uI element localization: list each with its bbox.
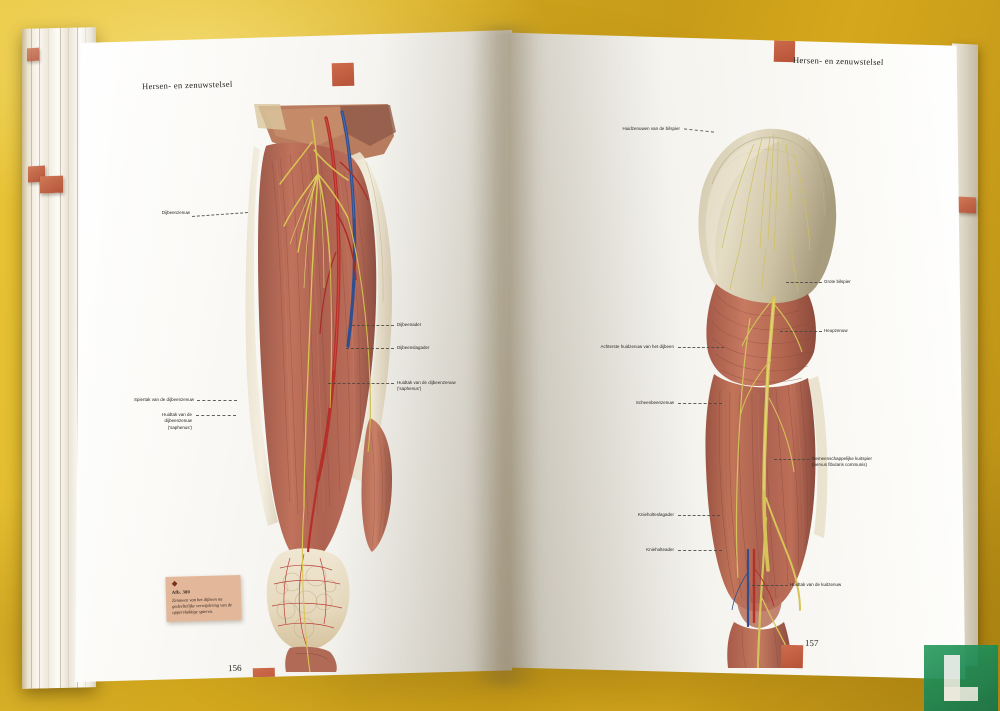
label-scheenbeenzenuw: Scheenbeenzenuw <box>635 400 674 405</box>
leader-line <box>752 585 788 586</box>
header-tab-marker-left <box>331 62 355 87</box>
logo-letter-foot <box>944 687 978 701</box>
label-knieholteslagader: Knieholteslagader <box>637 512 674 517</box>
leader-line <box>328 383 394 384</box>
edge-bookmark-tab <box>40 175 63 194</box>
label-huidtak-dijbeenzenuw-right: Huidtak van de dijbeenzenuw ('saphenus') <box>397 380 456 392</box>
caption-diamond-icon <box>171 580 178 587</box>
label-spiertak-dijbeenzenuw: Spiertak van de dijbeenzenuw <box>134 397 194 402</box>
label-gemeenschappelijke-kuitspier: Gemeenschappelijke kuitspier (nervus fib… <box>812 456 872 468</box>
footer-tab-marker-right <box>780 644 804 669</box>
leader-line <box>678 550 722 551</box>
leader-line <box>678 403 722 404</box>
left-page-illustration <box>220 102 410 672</box>
leader-line <box>352 325 394 326</box>
leader-line <box>780 331 822 332</box>
right-page-number: 157 <box>804 637 819 649</box>
watermark-logo <box>924 645 998 711</box>
label-heupzenuw: Heupzenuw <box>824 328 848 333</box>
label-knieholteader: Knieholteader <box>646 547 674 552</box>
leader-line <box>197 400 237 401</box>
leader-line <box>196 415 236 416</box>
label-dijbeenslagader: Dijbeenslagader <box>397 345 430 350</box>
label-dijbeenader: Dijbeenader <box>397 322 422 327</box>
leader-line <box>774 459 810 460</box>
edge-bookmark-tab <box>958 196 976 214</box>
leader-line <box>678 515 720 516</box>
left-page: Hersen- en zenuwstelsel <box>75 30 512 682</box>
caption-text: Zenuwen van het dijbeen na gedeeltelijke… <box>171 596 233 615</box>
right-page-header: Hersen- en zenuwstelsel <box>792 54 884 68</box>
label-achterste-huidzenuw-dijbeen: Achterste huidzenuw van het dijbeen <box>600 344 674 349</box>
label-huidtak-kuitzenuw: Huidtak van de kuitzenuw <box>790 582 842 587</box>
edge-bookmark-tab <box>27 47 39 62</box>
leader-line <box>346 348 394 349</box>
right-page: Hersen- en zenuwstelsel <box>508 32 966 680</box>
label-huidtak-dijbeenzenuw-left: Huidtak van de dijbeenzenuw ('saphenus') <box>162 412 192 430</box>
leader-line <box>786 282 822 283</box>
label-huidzenuwen-bilspier: Huidzenuwen van de bilspier <box>622 126 680 131</box>
label-dijbeenzenuw: Dijbeenzenuw <box>161 210 190 215</box>
right-page-illustration <box>658 98 848 668</box>
label-grote-bilspier: Grote bilspier <box>824 279 851 284</box>
left-page-number: 156 <box>227 662 242 674</box>
leader-line <box>678 347 724 348</box>
left-page-header: Hersen- en zenuwstelsel <box>141 78 233 92</box>
left-page-caption: Afb. 380 Zenuwen van het dijbeen na gede… <box>165 575 242 622</box>
caption-figure-number: Afb. 380 <box>171 589 191 595</box>
